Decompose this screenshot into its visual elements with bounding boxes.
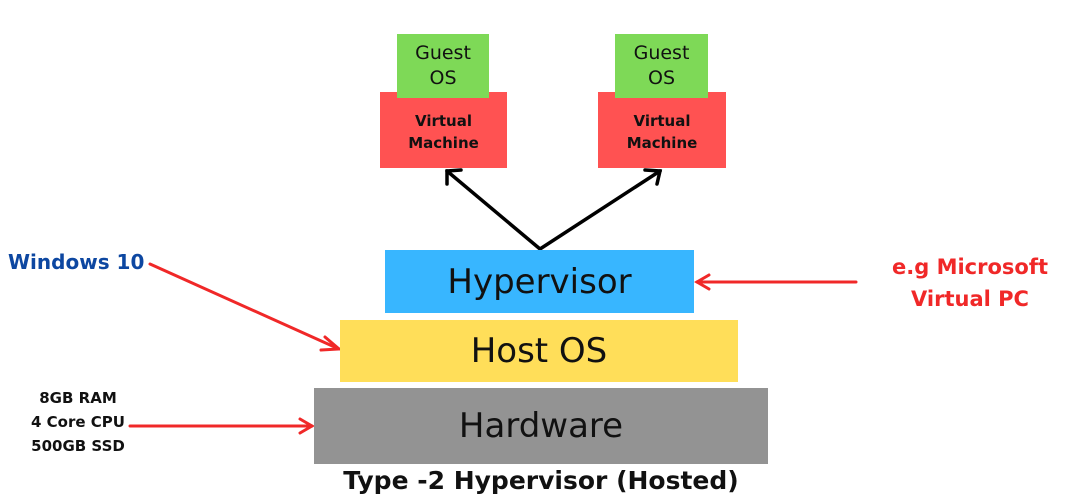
diagram-caption: Type -2 Hypervisor (Hosted) xyxy=(343,466,739,495)
virtual-machine-right: Virtual Machine xyxy=(598,92,726,168)
arrow-windows-to-hostos xyxy=(148,262,341,351)
guest-os-left: Guest OS xyxy=(397,34,489,98)
guest-os-right-label: Guest OS xyxy=(633,42,690,89)
hypervisor-label: Hypervisor xyxy=(447,261,632,302)
arrow-to-right-vm xyxy=(538,169,662,251)
arrowhead-hostos xyxy=(319,335,343,352)
windows-10-label: Windows 10 xyxy=(8,250,145,274)
arrowhead-hypervisor xyxy=(694,273,711,291)
guest-os-right: Guest OS xyxy=(615,34,708,98)
hypervisor-to-vm-arrows xyxy=(445,168,663,251)
arrowhead-right-vm xyxy=(643,168,663,186)
pointer-arrows xyxy=(128,262,858,435)
host-os-label: Host OS xyxy=(470,331,608,371)
arrowhead-hardware xyxy=(298,417,315,435)
virtual-machine-left: Virtual Machine xyxy=(380,92,507,168)
hardware-layer: Hardware xyxy=(314,388,768,464)
example-software-label: e.g Microsoft Virtual PC xyxy=(892,255,1048,311)
host-os-layer: Host OS xyxy=(340,320,738,382)
virtual-machine-left-label: Virtual Machine xyxy=(408,112,479,152)
guest-os-left-label: Guest OS xyxy=(415,42,471,89)
virtual-machine-right-label: Virtual Machine xyxy=(626,112,698,152)
arrow-to-left-vm xyxy=(445,169,542,251)
arrowhead-left-vm xyxy=(445,168,463,186)
hardware-specs-label: 8GB RAM 4 Core CPU 500GB SSD xyxy=(31,389,125,455)
hardware-label: Hardware xyxy=(458,406,624,446)
hypervisor-layer: Hypervisor xyxy=(385,250,694,313)
